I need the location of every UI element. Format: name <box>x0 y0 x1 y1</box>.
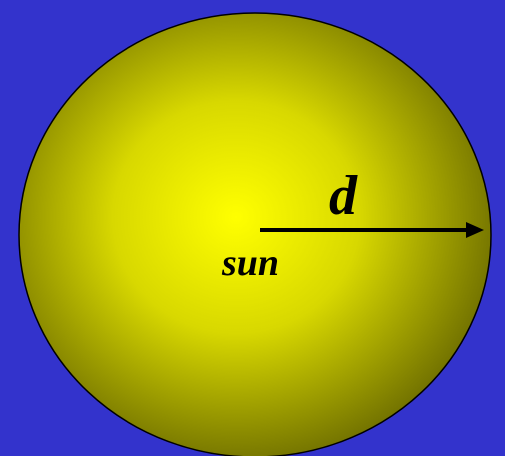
radius-label: d <box>329 165 357 227</box>
radius-arrowhead <box>466 222 484 238</box>
sun-label: sun <box>222 242 280 284</box>
sun-disc <box>18 12 492 456</box>
